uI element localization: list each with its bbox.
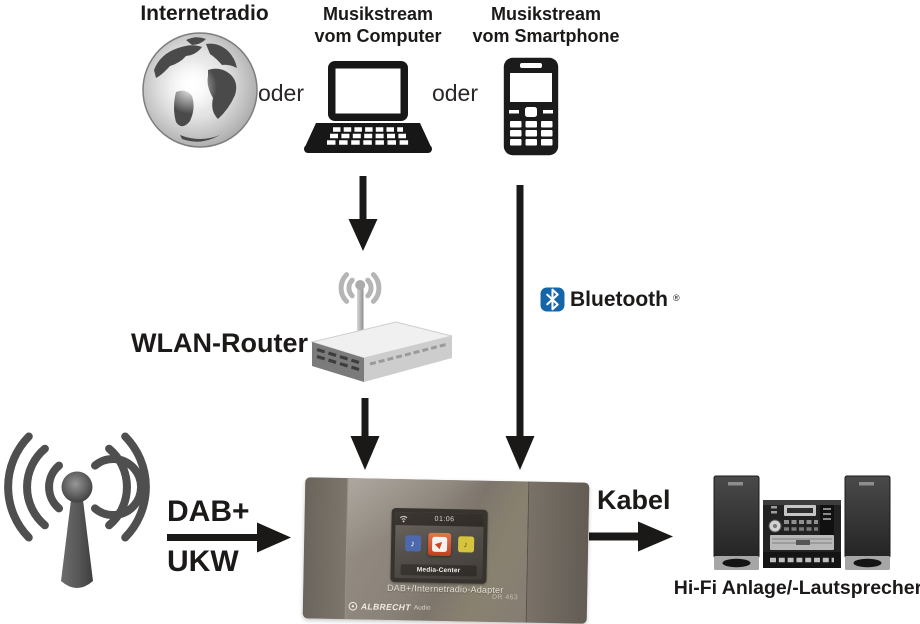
router-ports (316, 347, 360, 372)
laptop-keyboard (327, 127, 409, 145)
arrow-computer-to-router (348, 176, 378, 251)
computer-label-line1: Musikstream (322, 4, 434, 24)
device-model-label: DR 463 (491, 593, 519, 602)
device-brand-suffix: Audio (413, 603, 431, 612)
smartphone-label-line1: Musikstream (490, 4, 602, 24)
device-screen: 01:06 ♪ ♪ Media-Center (390, 507, 488, 584)
wlan-router-label: WLAN-Router (131, 328, 308, 358)
kabel-label: Kabel (597, 485, 671, 515)
screen-icon-media-center (427, 532, 451, 556)
device-brand-name: ALBRECHT (360, 601, 411, 613)
screen-icon-yellow: ♪ (457, 536, 474, 553)
screen-statusbar: 01:06 (395, 512, 484, 527)
bluetooth-registered-mark: ® (672, 292, 680, 303)
broadcast-antenna-icon (4, 432, 150, 588)
ukw-label: UKW (167, 545, 239, 578)
arrow-adapter-to-hifi (589, 521, 673, 552)
device-front-panel: 01:06 ♪ ♪ Media-Center DAB+/Internetradi… (345, 478, 529, 623)
screen-menu-label: Media-Center (400, 564, 477, 577)
oder-text-right: oder (431, 80, 479, 106)
screen-wifi-icon (399, 515, 408, 523)
smartphone-label-line2: vom Smartphone (472, 26, 620, 46)
dab-label: DAB+ (167, 495, 250, 528)
device-left-panel (302, 477, 349, 620)
router-antenna (357, 285, 364, 337)
router-wifi-waves (338, 272, 382, 304)
arrow-router-to-adapter (350, 398, 380, 470)
wifi-router-icon (310, 272, 453, 382)
bluetooth-badge: Bluetooth ® (540, 287, 680, 312)
arrow-smartphone-to-adapter (505, 185, 535, 470)
device-brand: ALBRECHT Audio (348, 601, 431, 613)
screen-icon-blue: ♪ (404, 535, 421, 552)
bluetooth-icon (540, 287, 565, 312)
computer-label-line2: vom Computer (314, 26, 442, 46)
smartphone-label: Musikstream vom Smartphone (462, 3, 630, 47)
hifi-label: Hi-Fi Anlage/-Lautsprecher (673, 577, 920, 599)
device-screen-content: 01:06 ♪ ♪ Media-Center (394, 512, 484, 580)
albrecht-logo-icon (348, 601, 358, 611)
smartphone-icon (503, 57, 559, 156)
hifi-right-speaker (844, 475, 891, 570)
radio-adapter-device: 01:06 ♪ ♪ Media-Center DAB+/Internetradi… (302, 477, 590, 624)
oder-text-left: oder (257, 80, 305, 106)
hifi-left-speaker (713, 475, 760, 570)
arrow-antenna-to-adapter (167, 522, 291, 553)
hifi-center-unit (763, 500, 841, 568)
screen-icon-row: ♪ ♪ (395, 531, 483, 557)
internetradio-label: Internetradio (140, 2, 269, 25)
computer-label: Musikstream vom Computer (294, 3, 462, 47)
screen-time: 01:06 (434, 515, 455, 524)
globe-icon (142, 32, 258, 148)
smartphone-keypad (509, 107, 553, 146)
bluetooth-label: Bluetooth (570, 287, 668, 311)
hifi-system-icon (713, 475, 891, 570)
antenna-radio-waves (4, 432, 150, 542)
globe-highlight (163, 60, 217, 114)
device-right-panel (525, 481, 590, 624)
laptop-icon (304, 61, 432, 153)
